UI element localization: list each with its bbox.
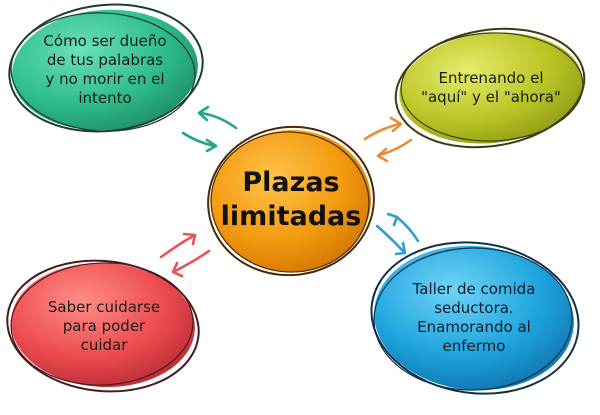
top-right-node-label: Entrenando el "aquí" y el "ahora" <box>405 60 577 116</box>
bubble-center <box>207 125 375 277</box>
arrow-to-center-from-bottom-left <box>159 234 195 259</box>
arrow-from-bottom-right-node <box>396 216 420 243</box>
bubble-top-right <box>394 27 586 149</box>
arrows-top-left <box>181 105 238 153</box>
arrow-to-top-right-node <box>363 122 401 141</box>
bottom-right-node-label: Taller de comida seductora. Enamorando a… <box>385 272 563 364</box>
arrow-to-bottom-right-node <box>375 224 406 254</box>
arrow-to-center-from-top-right <box>378 138 413 157</box>
bubble-bottom-right <box>370 241 580 395</box>
center-node-label: Plazas limitadas <box>214 160 368 240</box>
arrows-bottom-left <box>159 232 211 278</box>
top-right-node-text: Entrenando el "aquí" y el "ahora" <box>421 69 561 106</box>
center-node-text: Plazas limitadas <box>220 167 362 232</box>
bottom-left-node-label: Saber cuidarse para poder cuidar <box>22 290 186 362</box>
arrows-bottom-right <box>375 212 420 256</box>
top-left-node-text: Cómo ser dueño de tus palabras y no mori… <box>43 32 167 107</box>
bubble-top-left <box>8 3 204 133</box>
bottom-right-node-text: Taller de comida seductora. Enamorando a… <box>412 280 536 355</box>
bubble-bottom-left <box>6 259 200 393</box>
arrow-to-bottom-left-node <box>173 249 211 273</box>
bottom-left-node-text: Saber cuidarse para poder cuidar <box>47 297 161 354</box>
arrows-top-right <box>363 116 413 163</box>
arrow-to-top-left-node <box>199 111 238 130</box>
top-left-node-label: Cómo ser dueño de tus palabras y no mori… <box>22 22 188 118</box>
arrow-to-center-from-top-left <box>181 131 216 148</box>
